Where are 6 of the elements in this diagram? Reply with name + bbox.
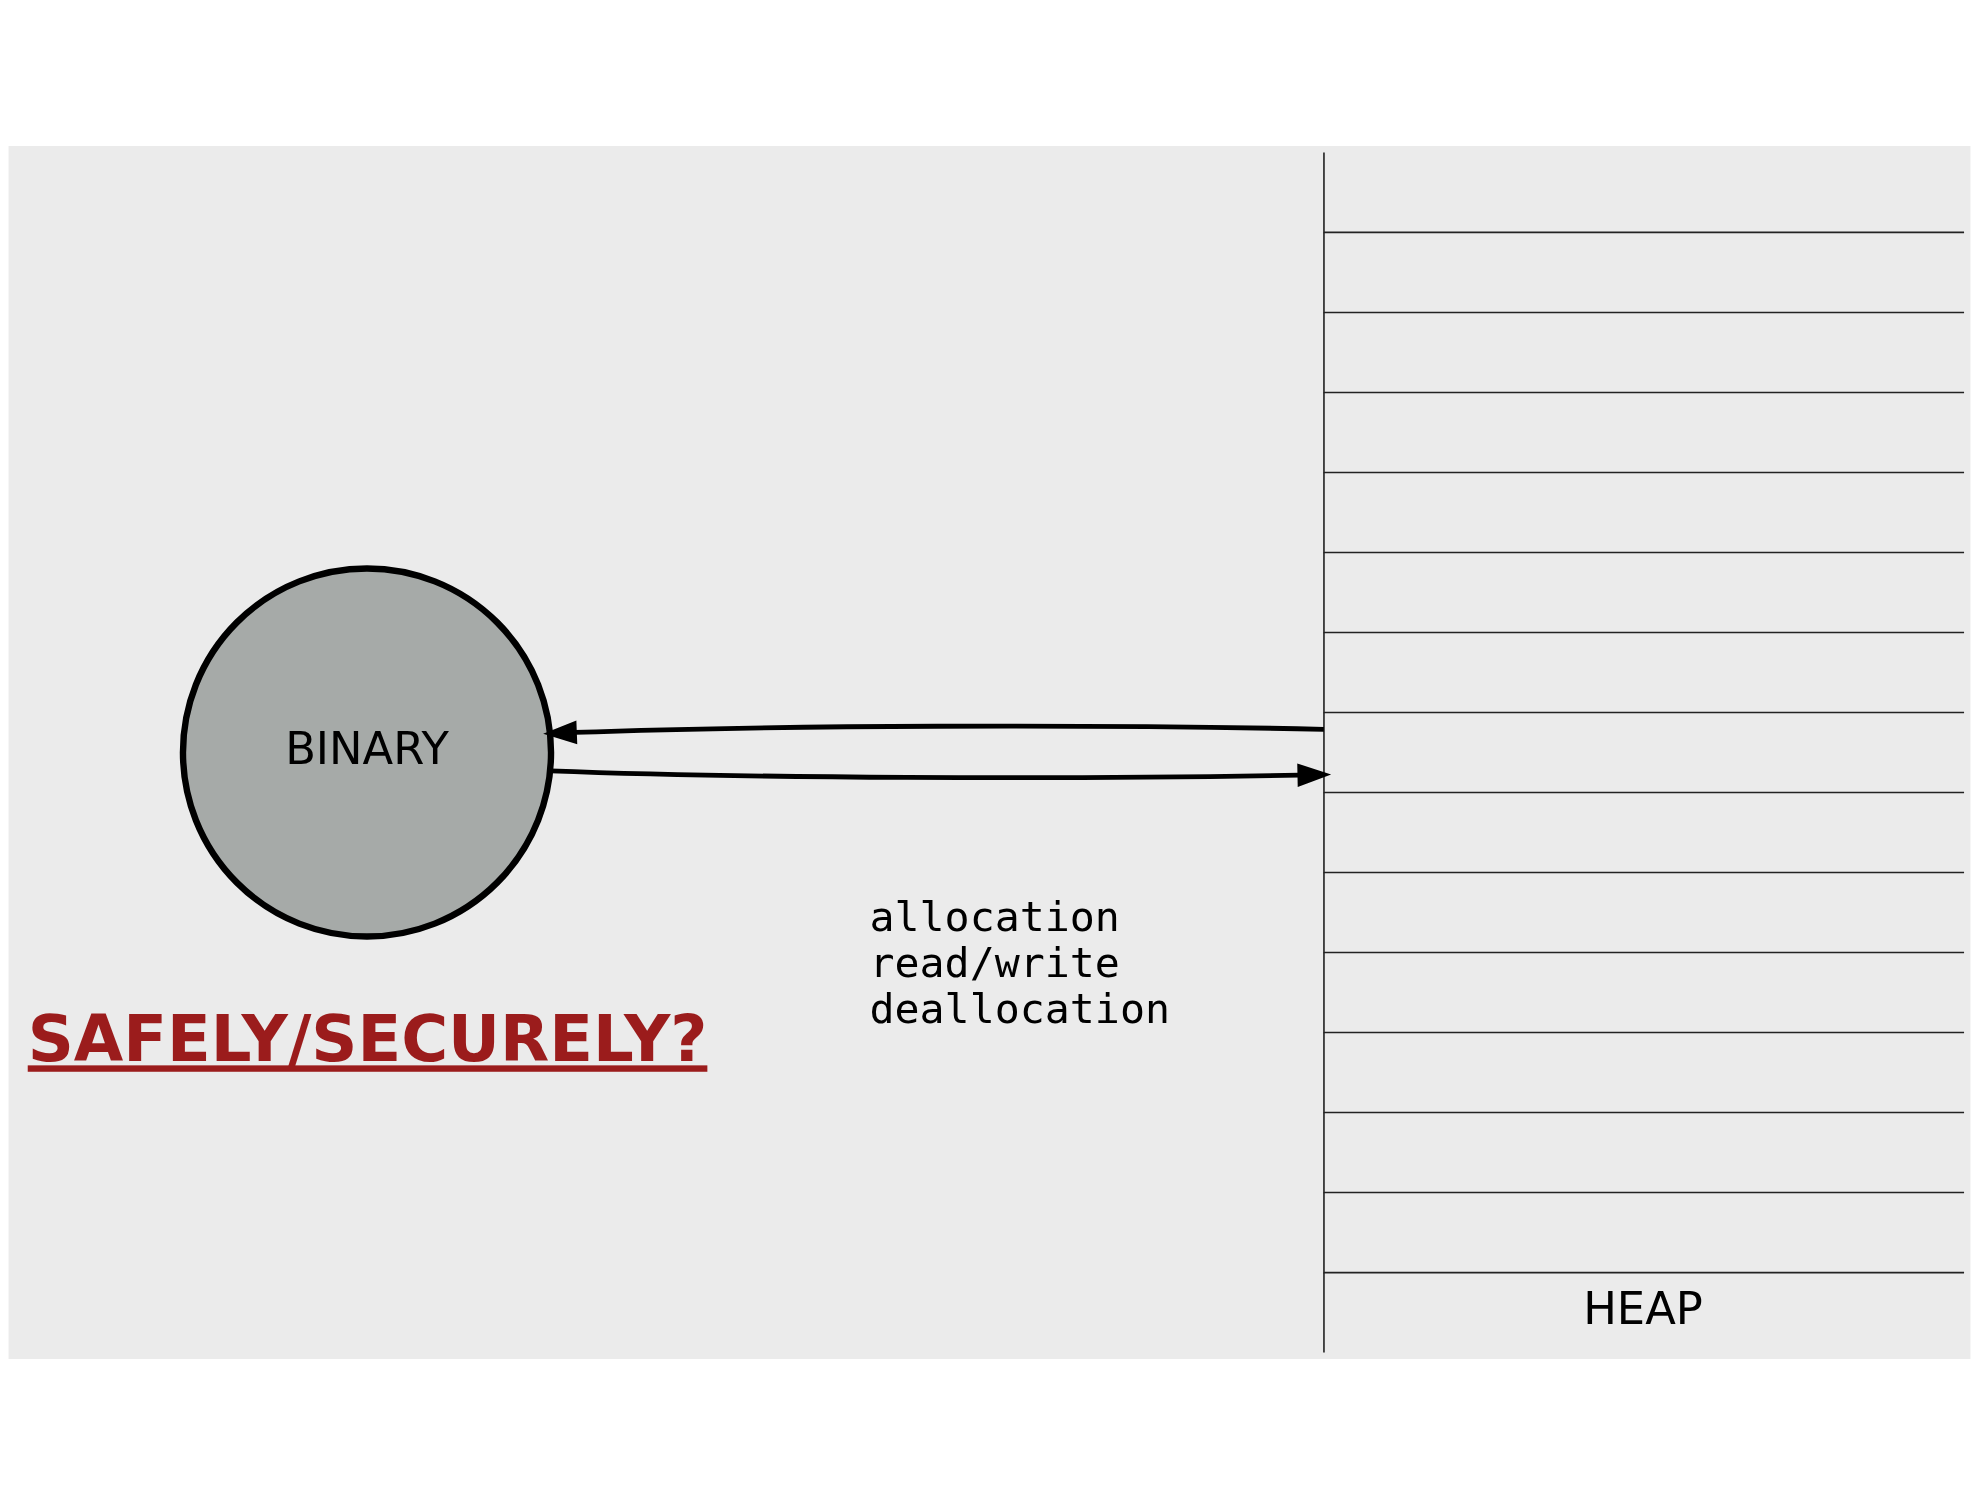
- node-text: HEAP: [1583, 1281, 1703, 1335]
- label: allocation read/write deallocation: [869, 891, 1170, 1034]
- node-circle: BINARY: [179, 565, 555, 940]
- arrow: [550, 763, 1332, 787]
- arrow: [543, 720, 1324, 745]
- label: SAFELY/SECURELY?: [27, 1002, 708, 1077]
